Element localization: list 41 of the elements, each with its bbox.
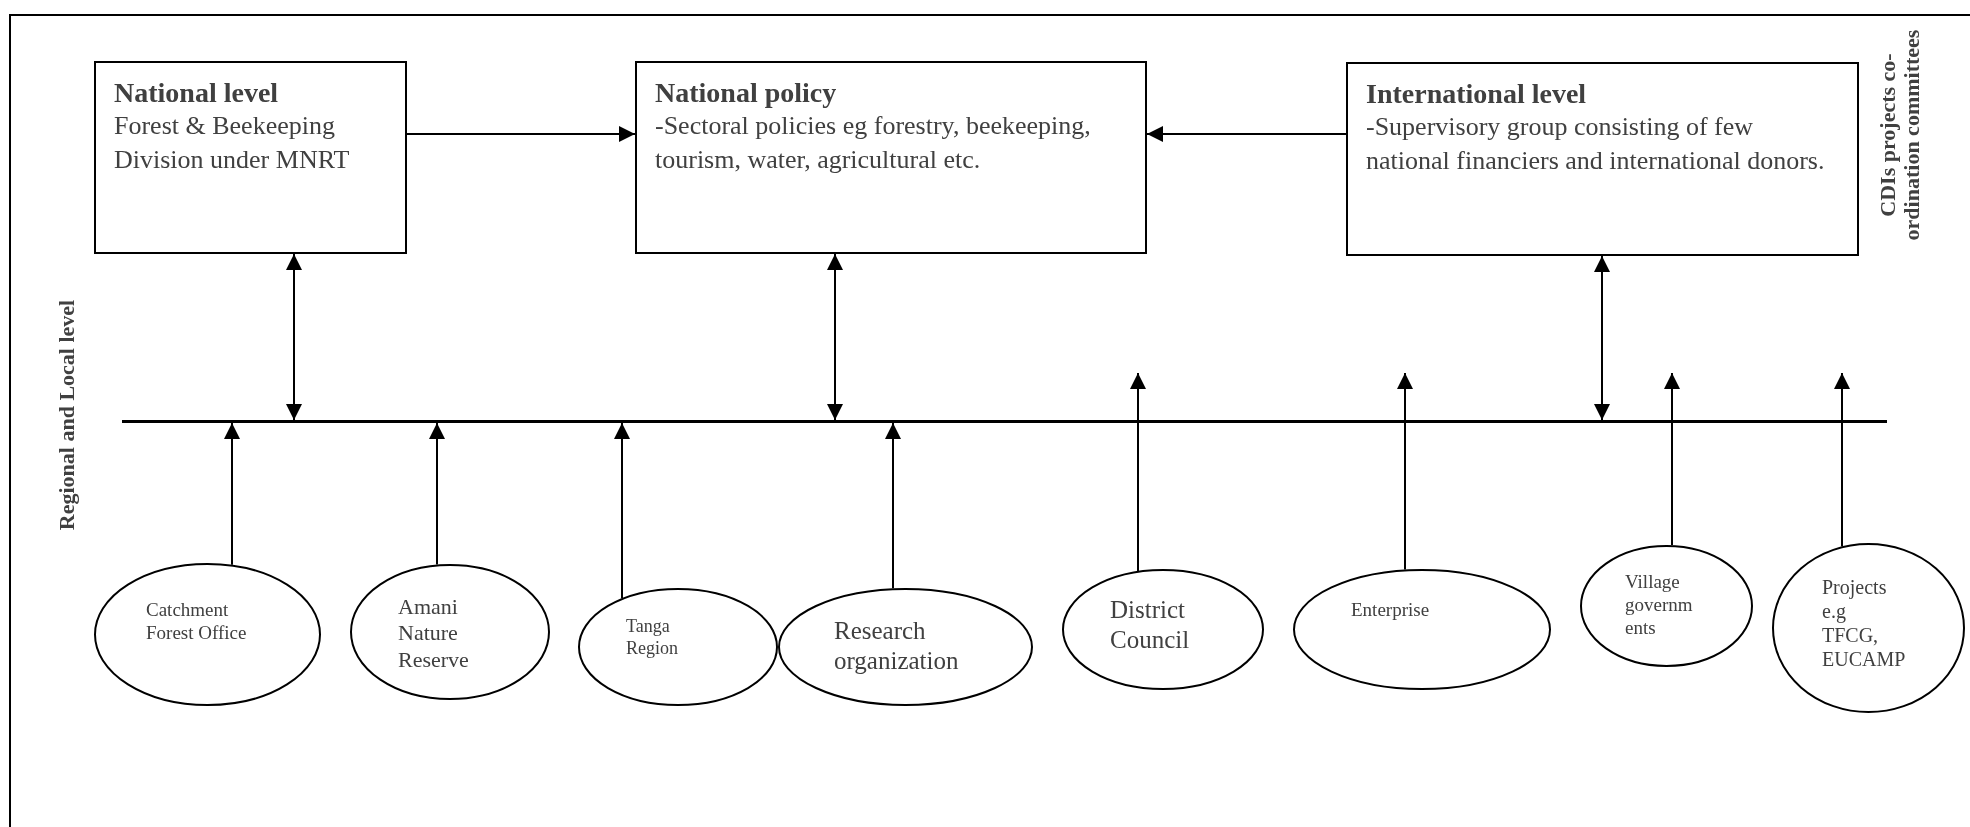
box-heading: International level [1366, 78, 1588, 110]
arrow [1664, 372, 1680, 547]
organization-ellipse [1293, 569, 1551, 690]
arrow [224, 422, 240, 566]
arrow [429, 422, 445, 566]
box-heading: National policy [655, 77, 838, 109]
ellipse-text: Village governm ents [1625, 571, 1694, 640]
organization-ellipse [578, 588, 778, 706]
box-text: -Sectoral policies eg forestry, beekeeping, tourism, water, agricultural etc. [655, 110, 1092, 176]
level-box [94, 61, 407, 254]
organization-ellipse [1580, 545, 1753, 667]
arrow [885, 422, 901, 590]
arrow [1834, 372, 1850, 548]
level-box [1346, 62, 1859, 256]
ellipse-text: Tanga Region [626, 616, 679, 660]
side-label: CDIs projects co-ordination committees [1876, 28, 1926, 243]
bus-line [122, 420, 1887, 423]
box-text: -Supervisory group consisting of few national financiers and international donors. [1366, 111, 1826, 177]
arrow [406, 126, 636, 142]
ellipse-text: District Council [1110, 595, 1191, 655]
organization-ellipse [350, 564, 550, 700]
arrow [614, 422, 630, 600]
arrow [286, 253, 302, 421]
arrow [1130, 372, 1146, 572]
ellipse-text: Enterprise [1351, 599, 1430, 622]
arrow [1146, 126, 1347, 142]
ellipse-text: Catchment Forest Office [146, 599, 248, 645]
box-text: Forest & Beekeeping Division under MNRT [114, 110, 351, 176]
level-box [635, 61, 1147, 254]
ellipse-text: Research organization [834, 616, 960, 676]
arrow [827, 253, 843, 421]
ellipse-text: Projects e.g TFCG, EUCAMP [1822, 575, 1904, 671]
ellipse-text: Amani Nature Reserve [398, 594, 470, 674]
box-heading: National level [114, 77, 280, 109]
arrow [1594, 255, 1610, 421]
organization-ellipse [1062, 569, 1264, 690]
organization-ellipse [94, 563, 321, 706]
arrow [1397, 372, 1413, 571]
organization-ellipse [1772, 543, 1965, 713]
organization-ellipse [778, 588, 1033, 706]
side-label: Regional and Local level [55, 298, 80, 533]
